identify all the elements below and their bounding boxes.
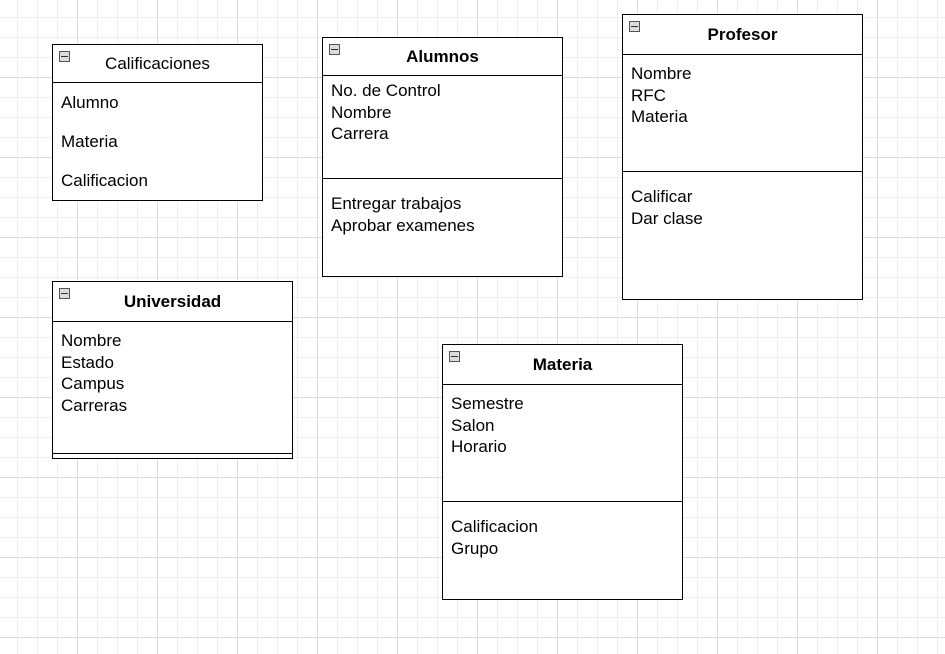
class-header[interactable]: Universidad bbox=[53, 282, 292, 322]
class-header[interactable]: Calificaciones bbox=[53, 45, 262, 83]
class-profesor[interactable]: Profesor Nombre RFC Materia Calificar Da… bbox=[622, 14, 863, 300]
attribute: Nombre bbox=[331, 102, 392, 122]
attributes-section: Nombre Estado Campus Carreras bbox=[53, 322, 292, 454]
attribute: RFC bbox=[631, 85, 666, 105]
attributes-section: Semestre Salon Horario bbox=[443, 385, 682, 502]
attribute: Campus bbox=[61, 374, 125, 393]
attribute: No. de Control bbox=[331, 81, 441, 100]
attributes-section: Nombre RFC Materia bbox=[623, 55, 862, 172]
class-universidad[interactable]: Universidad Nombre Estado Campus Carrera… bbox=[52, 281, 293, 459]
method: Entregar trabajos bbox=[331, 194, 462, 213]
class-header[interactable]: Materia bbox=[443, 345, 682, 385]
class-title: Calificaciones bbox=[105, 53, 210, 73]
class-alumnos[interactable]: Alumnos No. de Control Nombre Carrera En… bbox=[322, 37, 563, 277]
attribute: Materia bbox=[61, 132, 118, 151]
class-materia[interactable]: Materia Semestre Salon Horario Calificac… bbox=[442, 344, 683, 600]
attribute: Alumno bbox=[61, 93, 119, 112]
method: Calificacion bbox=[451, 517, 538, 536]
class-header[interactable]: Alumnos bbox=[323, 38, 562, 76]
method: Calificar bbox=[631, 187, 693, 206]
attribute: Semestre bbox=[451, 394, 524, 413]
attribute: Salon bbox=[451, 415, 495, 435]
class-title: Materia bbox=[532, 354, 593, 374]
attribute: Carrera bbox=[331, 124, 389, 143]
collapse-icon[interactable] bbox=[449, 351, 460, 362]
method: Dar clase bbox=[631, 208, 703, 228]
attribute: Estado bbox=[61, 352, 114, 372]
collapse-icon[interactable] bbox=[329, 44, 340, 55]
class-title: Alumnos bbox=[406, 46, 479, 66]
attributes-section: No. de Control Nombre Carrera bbox=[323, 76, 562, 179]
attributes-section: Alumno Materia Calificacion bbox=[53, 83, 262, 204]
class-title: Universidad bbox=[123, 291, 222, 311]
class-header[interactable]: Profesor bbox=[623, 15, 862, 55]
attribute: Materia bbox=[631, 107, 688, 126]
method: Aprobar examenes bbox=[331, 215, 475, 235]
collapse-icon[interactable] bbox=[59, 288, 70, 299]
class-title: Profesor bbox=[707, 24, 778, 44]
methods-section: Calificacion Grupo bbox=[443, 502, 682, 563]
methods-section: Entregar trabajos Aprobar examenes bbox=[323, 179, 562, 240]
attribute: Carreras bbox=[61, 395, 128, 415]
attribute: Horario bbox=[451, 437, 507, 456]
collapse-icon[interactable] bbox=[629, 21, 640, 32]
attribute: Nombre bbox=[61, 331, 122, 350]
attribute: Calificacion bbox=[61, 171, 148, 190]
class-calificaciones[interactable]: Calificaciones Alumno Materia Calificaci… bbox=[52, 44, 263, 201]
collapse-icon[interactable] bbox=[59, 51, 70, 62]
methods-section: Calificar Dar clase bbox=[623, 172, 862, 233]
attribute: Nombre bbox=[631, 64, 692, 83]
method: Grupo bbox=[451, 538, 499, 558]
